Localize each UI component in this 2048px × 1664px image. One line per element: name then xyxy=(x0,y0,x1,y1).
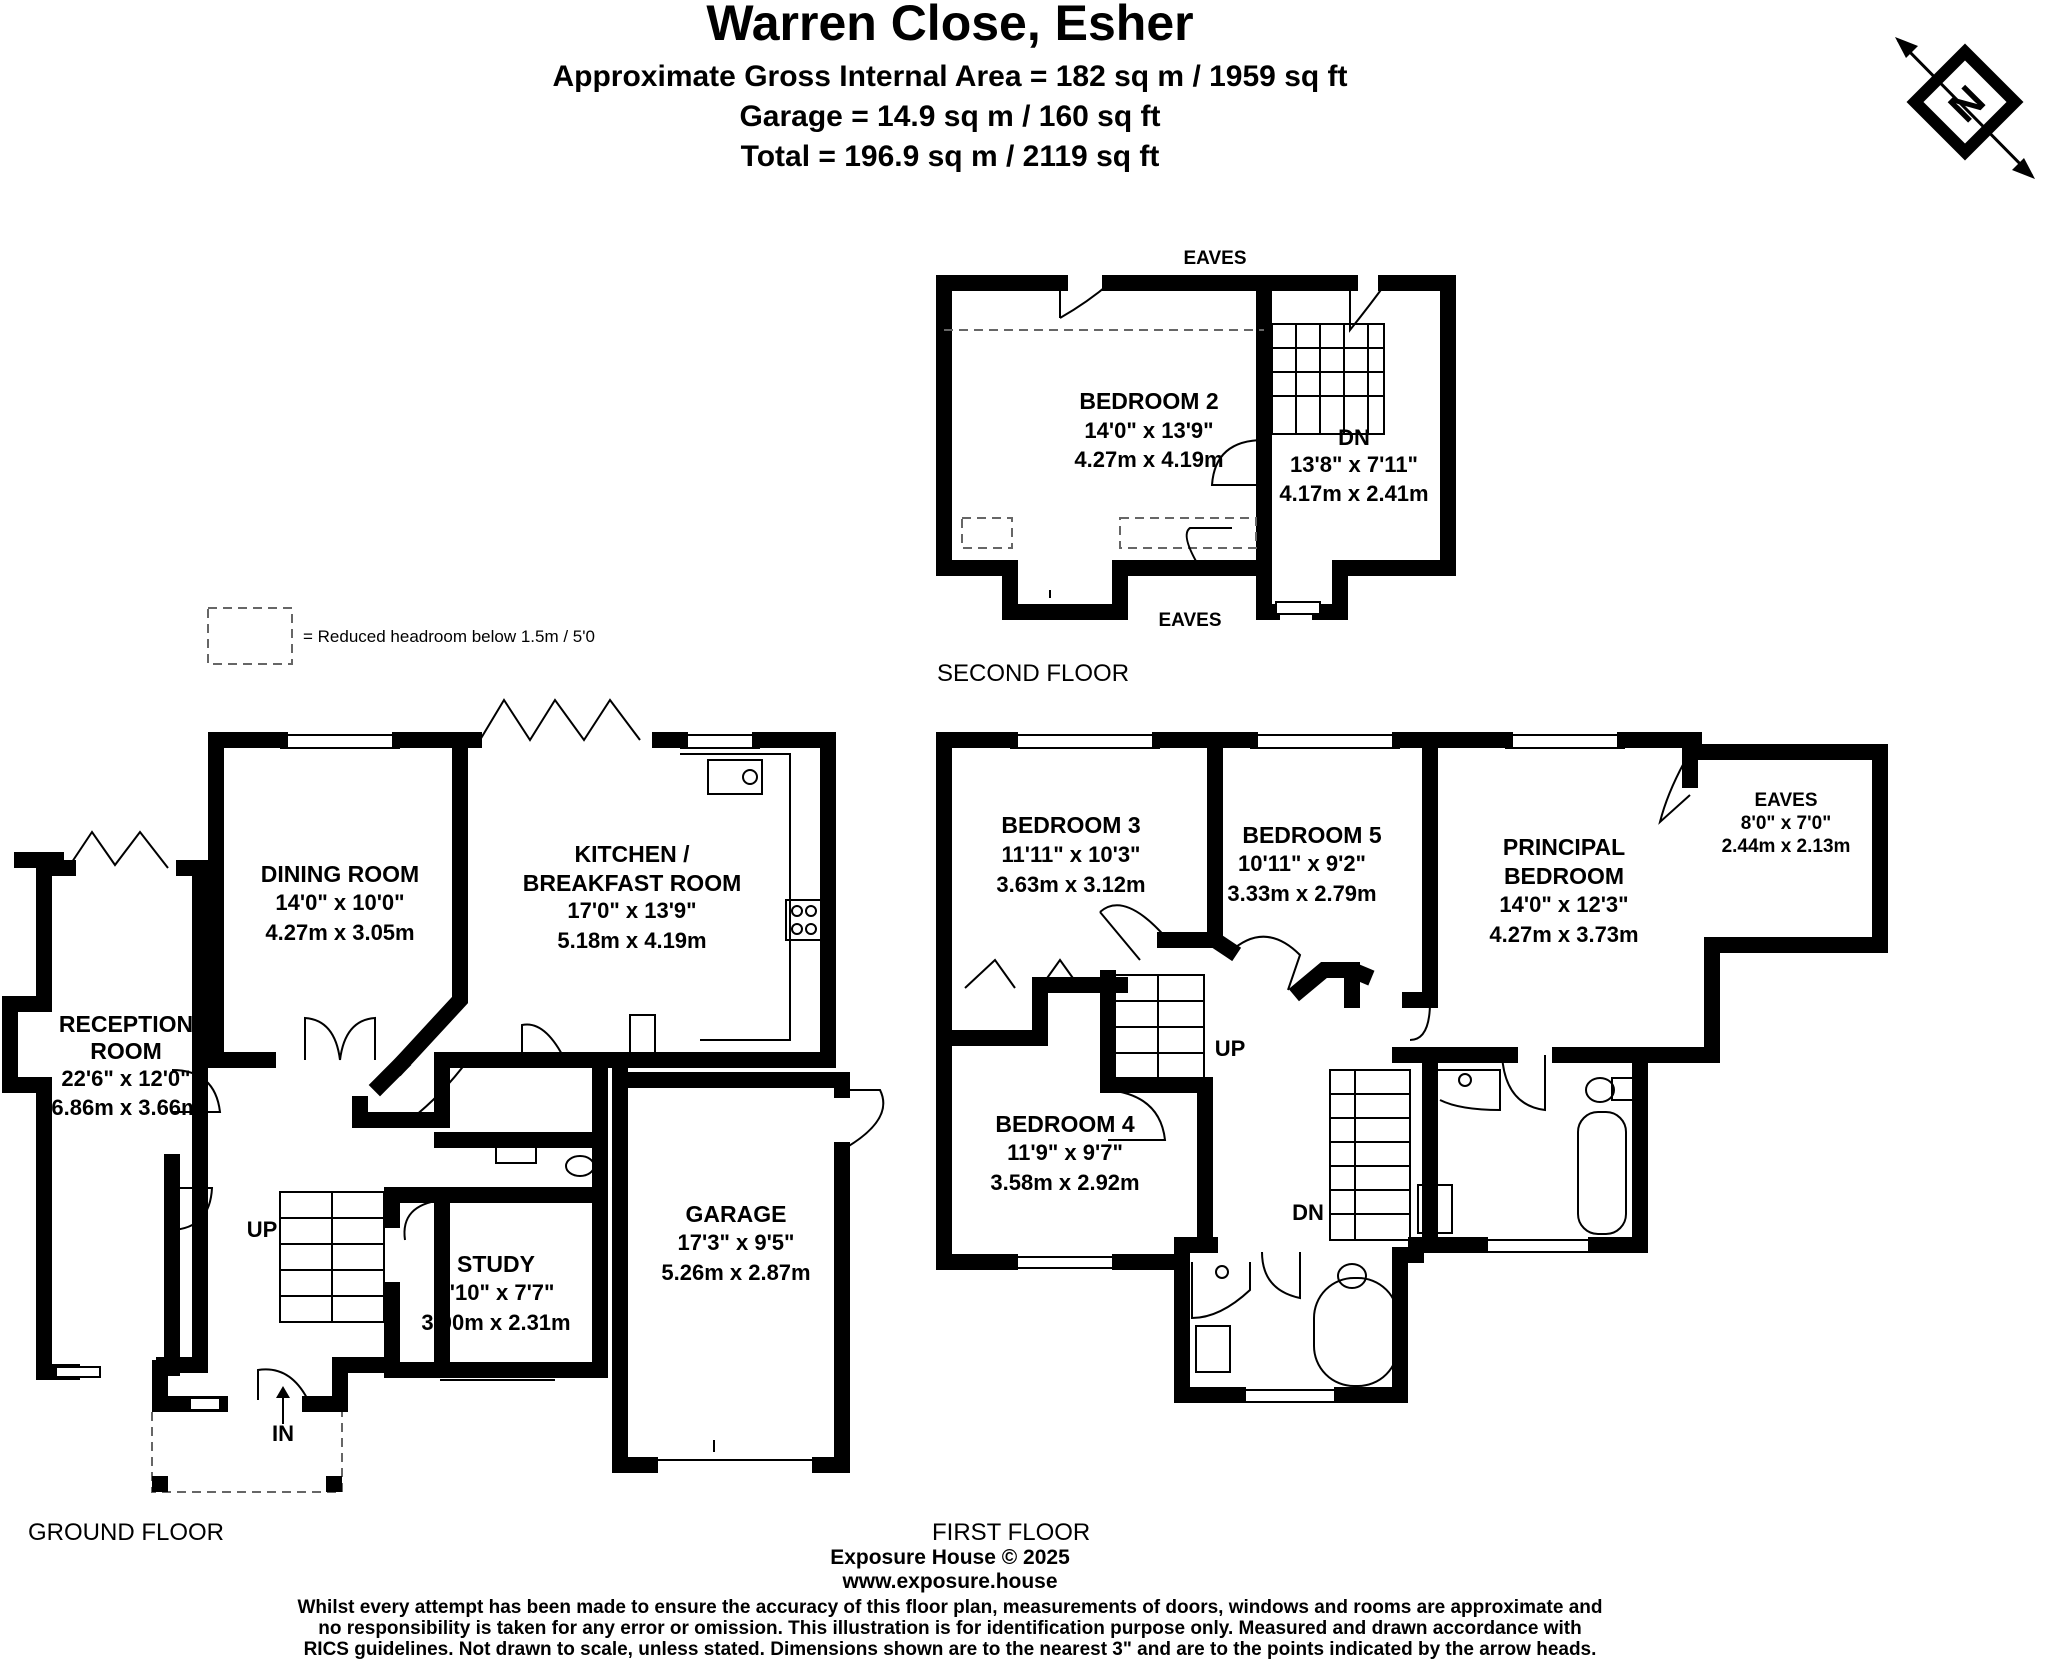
kitchen-name1: KITCHEN / xyxy=(575,841,691,867)
eaves-first-imperial: 8'0" x 7'0" xyxy=(1741,813,1831,834)
principal-name2: BEDROOM xyxy=(1504,863,1624,889)
dining-imperial: 14'0" x 10'0" xyxy=(275,890,404,915)
garage-imperial: 17'3" x 9'5" xyxy=(678,1230,795,1255)
principal-metric: 4.27m x 3.73m xyxy=(1489,922,1638,947)
disclaimer-block: Whilst every attempt has been made to en… xyxy=(0,1597,1900,1660)
second-floor-plan: BEDROOM 2 14'0" x 13'9" 4.27m x 4.19m DN… xyxy=(936,248,1456,631)
legend-text: = Reduced headroom below 1.5m / 5'0 xyxy=(303,627,595,646)
total-area-text: Total = 196.9 sq m / 2119 sq ft xyxy=(740,140,1160,173)
bedroom3-metric: 3.63m x 3.12m xyxy=(996,872,1145,897)
bedroom5-name: BEDROOM 5 xyxy=(1242,822,1382,848)
garage-area-text: Garage = 14.9 sq m / 160 sq ft xyxy=(739,100,1161,133)
eaves-top-label: EAVES xyxy=(1183,248,1246,269)
plan-title: Warren Close, Esher xyxy=(706,0,1194,51)
legend-swatch xyxy=(207,607,293,665)
bedroom5-imperial: 10'11" x 9'2" xyxy=(1238,851,1366,876)
reception-imperial: 22'6" x 12'0" xyxy=(61,1066,190,1091)
ground-floor-label: GROUND FLOOR xyxy=(28,1519,224,1546)
principal-name1: PRINCIPAL xyxy=(1503,834,1625,860)
garage-metric: 5.26m x 2.87m xyxy=(661,1260,810,1285)
reception-name1: RECEPTION xyxy=(59,1011,193,1037)
reception-metric: 6.86m x 3.66m xyxy=(51,1095,200,1120)
second-floor-dn: DN xyxy=(1338,425,1370,450)
bedroom4-metric: 3.58m x 2.92m xyxy=(990,1170,1139,1195)
bedroom5-metric: 3.33m x 2.79m xyxy=(1227,881,1376,906)
bedroom4-name: BEDROOM 4 xyxy=(995,1111,1135,1137)
eaves-first-name: EAVES xyxy=(1754,790,1817,811)
first-floor-dn: DN xyxy=(1292,1200,1324,1225)
north-compass-icon: N xyxy=(1895,37,2035,179)
kitchen-metric: 5.18m x 4.19m xyxy=(557,928,706,953)
disclaimer-line-3: RICS guidelines. Not drawn to scale, unl… xyxy=(303,1639,1597,1660)
study-name: STUDY xyxy=(457,1251,535,1277)
gross-area-text: Approximate Gross Internal Area = 182 sq… xyxy=(552,60,1348,93)
first-floor-label: FIRST FLOOR xyxy=(932,1519,1090,1546)
second-right-imperial: 13'8" x 7'11" xyxy=(1290,452,1418,477)
ground-floor-plan: RECEPTION ROOM 22'6" x 12'0" 6.86m x 3.6… xyxy=(2,698,885,1493)
website-text: www.exposure.house xyxy=(842,1570,1058,1593)
disclaimer-line-1: Whilst every attempt has been made to en… xyxy=(297,1597,1603,1618)
entrance-in: IN xyxy=(272,1421,294,1446)
dining-name: DINING ROOM xyxy=(261,861,419,887)
bedroom4-imperial: 11'9" x 9'7" xyxy=(1007,1140,1123,1165)
second-floor-label: SECOND FLOOR xyxy=(937,660,1129,687)
copyright-text: Exposure House © 2025 xyxy=(830,1546,1070,1569)
dining-metric: 4.27m x 3.05m xyxy=(265,920,414,945)
kitchen-name2: BREAKFAST ROOM xyxy=(523,870,742,896)
bedroom2-imperial: 14'0" x 13'9" xyxy=(1084,418,1213,443)
eaves-bottom-label: EAVES xyxy=(1158,610,1221,631)
first-floor-up: UP xyxy=(1215,1036,1246,1061)
study-imperial: 9'10" x 7'7" xyxy=(438,1280,555,1305)
bedroom3-imperial: 11'11" x 10'3" xyxy=(1001,842,1140,867)
garage-name: GARAGE xyxy=(686,1201,787,1227)
principal-imperial: 14'0" x 12'3" xyxy=(1499,892,1628,917)
kitchen-imperial: 17'0" x 13'9" xyxy=(567,898,696,923)
second-right-metric: 4.17m x 2.41m xyxy=(1279,481,1428,506)
first-floor-plan: BEDROOM 3 11'11" x 10'3" 3.63m x 3.12m B… xyxy=(936,732,1888,1403)
bedroom3-name: BEDROOM 3 xyxy=(1001,812,1140,838)
disclaimer-line-2: no responsibility is taken for any error… xyxy=(318,1618,1582,1639)
eaves-first-metric: 2.44m x 2.13m xyxy=(1722,836,1851,857)
bedroom2-metric: 4.27m x 4.19m xyxy=(1074,447,1223,472)
bedroom2-name: BEDROOM 2 xyxy=(1079,388,1218,414)
reception-name2: ROOM xyxy=(90,1038,162,1064)
ground-floor-up: UP xyxy=(247,1217,278,1242)
study-metric: 3.00m x 2.31m xyxy=(421,1310,570,1335)
